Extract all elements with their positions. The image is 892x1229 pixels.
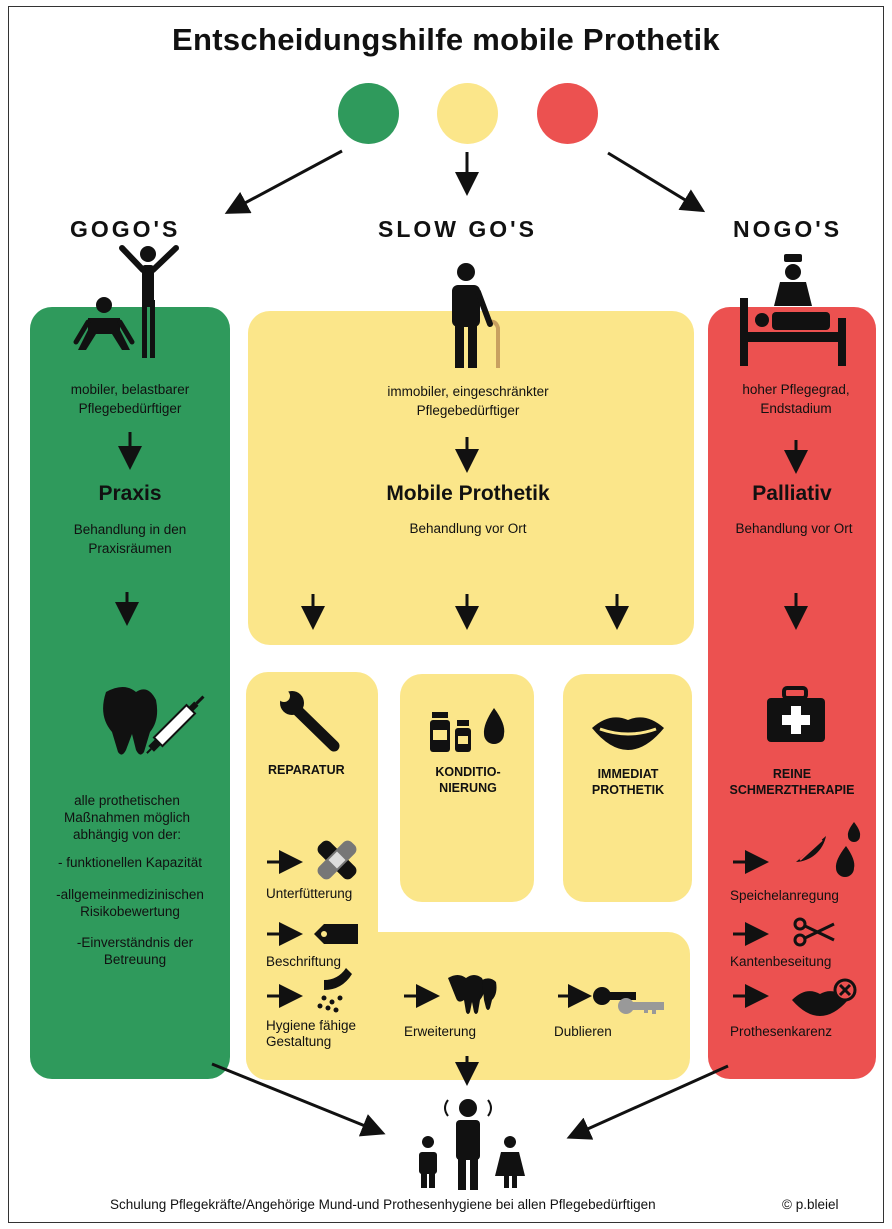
lips-cross-icon — [792, 978, 857, 1016]
footer-credit: © p.bleiel — [782, 1197, 839, 1212]
arrow-to-gogo — [224, 149, 343, 214]
arrow-nogo-to-training — [566, 1064, 729, 1140]
repair-item-erweiterung: Erweiterung — [404, 1024, 477, 1039]
hospital-bed-icon — [740, 254, 846, 366]
category-repair: REPARATUR — [268, 763, 345, 777]
first-aid-kit-icon — [767, 686, 825, 742]
arrow-to-nogo — [607, 151, 706, 213]
nogo-description: hoher Pflegegrad, Endstadium — [742, 382, 850, 416]
gogo-result: Praxis — [98, 482, 162, 505]
active-people-icon — [73, 245, 179, 358]
nogo-result-sub: Behandlung vor Ort — [735, 521, 853, 536]
category-conditioning: KONDITIO- NIERUNG — [435, 765, 501, 795]
heading-nogo: NOGO'S — [733, 216, 843, 242]
nogo-item-kanten: Kantenbeseitung — [730, 954, 832, 969]
conditioning-panel — [400, 674, 534, 902]
lips-icon — [592, 717, 664, 750]
slowgo-result: Mobile Prothetik — [386, 482, 550, 505]
arrow-gogo-to-training — [211, 1062, 386, 1137]
gogo-measure-2: -allgemeinmedizinischen Risikobewertung — [56, 887, 204, 919]
gogo-measure-3: -Einverständnis der Betreuung — [76, 935, 194, 967]
nogo-item-karenz: Prothesenkarenz — [730, 1024, 833, 1039]
repair-item-unterfuetterung: Unterfütterung — [266, 886, 353, 901]
elderly-person-icon — [452, 263, 500, 368]
slowgo-description: immobiler, eingeschränkter Pflegebedürft… — [387, 384, 549, 418]
nogo-item-speichel: Speichelanregung — [730, 888, 839, 903]
training-group-icon — [419, 1099, 525, 1190]
category-immediate: IMMEDIAT PROTHETIK — [591, 767, 665, 797]
tooth-syringe-icon — [103, 687, 205, 755]
nogo-therapy: REINE SCHMERZTHERAPIE — [729, 767, 855, 797]
bottles-drop-icon — [430, 708, 505, 752]
wrench-icon — [278, 690, 340, 752]
repair-item-dublieren: Dublieren — [554, 1024, 612, 1039]
gogo-measure-1: - funktionellen Kapazität — [57, 855, 203, 870]
plaster-icon — [317, 840, 357, 880]
shower-icon — [317, 968, 352, 1013]
gogo-result-sub: Behandlung in den Praxisräumen — [73, 522, 187, 556]
nogo-panel — [708, 307, 876, 1079]
frame-border — [8, 6, 884, 1223]
heading-gogo: GOGO'S — [70, 216, 181, 242]
repair-item-hygiene: Hygiene fähige Gestaltung — [266, 1018, 357, 1049]
immediate-panel — [563, 674, 692, 902]
gogo-measures-intro: alle prothetischen Maßnahmen möglich abh… — [63, 793, 191, 842]
page-title: Entscheidungshilfe mobile Prothetik — [172, 22, 720, 57]
tag-icon — [314, 924, 358, 944]
scissors-icon — [793, 917, 835, 947]
heading-slowgo: SLOW GO'S — [378, 216, 537, 242]
teeth-icon — [448, 975, 497, 1014]
yellow-status-circle — [437, 83, 498, 144]
green-status-circle — [338, 83, 399, 144]
repair-item-beschriftung: Beschriftung — [266, 954, 342, 969]
keys-icon — [593, 987, 664, 1014]
red-status-circle — [537, 83, 598, 144]
nogo-result: Palliativ — [752, 482, 832, 505]
slowgo-result-sub: Behandlung vor Ort — [409, 521, 527, 536]
footer-text: Schulung Pflegekräfte/Angehörige Mund-un… — [110, 1197, 656, 1212]
gogo-description: mobiler, belastbarer Pflegebedürftiger — [70, 382, 190, 416]
watermelon-drops-icon — [796, 822, 861, 877]
